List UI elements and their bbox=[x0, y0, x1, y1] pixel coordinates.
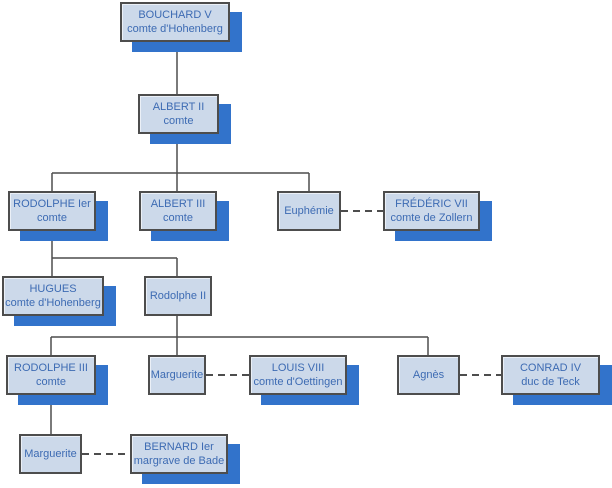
person-name: ALBERT II bbox=[152, 101, 205, 113]
tree-node-agnes[interactable]: Agnès bbox=[397, 355, 460, 395]
tree-node-euphemie[interactable]: Euphémie bbox=[277, 191, 341, 231]
person-name: Agnès bbox=[412, 369, 445, 381]
tree-node-bernard-ier[interactable]: BERNARD Ier margrave de Bade bbox=[130, 434, 228, 474]
tree-node-marguerite-oettingen[interactable]: Marguerite bbox=[148, 355, 206, 395]
tree-node-bouchard-v[interactable]: BOUCHARD V comte d'Hohenberg bbox=[120, 2, 230, 42]
person-title: comte bbox=[163, 115, 194, 127]
tree-node-marguerite-bade[interactable]: Marguerite bbox=[19, 434, 82, 474]
person-name: RODOLPHE Ier bbox=[13, 198, 91, 210]
tree-node-rodolphe-ier[interactable]: RODOLPHE Ier comte bbox=[8, 191, 96, 231]
person-name: Marguerite bbox=[150, 369, 204, 381]
person-title: comte d'Hohenberg bbox=[5, 297, 101, 309]
person-title: comte d'Hohenberg bbox=[127, 23, 223, 35]
person-title: comte bbox=[37, 212, 67, 224]
person-name: ALBERT III bbox=[150, 198, 206, 210]
person-title: margrave de Bade bbox=[133, 455, 225, 467]
tree-node-louis-viii[interactable]: LOUIS VIII comte d'Oettingen bbox=[249, 355, 347, 395]
person-title: comte bbox=[163, 212, 193, 224]
tree-node-albert-ii[interactable]: ALBERT II comte bbox=[138, 94, 219, 134]
person-name: BERNARD Ier bbox=[144, 441, 214, 453]
person-name: LOUIS VIII bbox=[271, 362, 325, 374]
tree-node-conrad-iv[interactable]: CONRAD IV duc de Teck bbox=[501, 355, 600, 395]
tree-node-albert-iii[interactable]: ALBERT III comte bbox=[139, 191, 217, 231]
person-title: duc de Teck bbox=[521, 376, 580, 388]
person-name: Marguerite bbox=[24, 448, 77, 460]
tree-node-frederic-vii[interactable]: FRÉDÉRIC VII comte de Zollern bbox=[383, 191, 480, 231]
person-title: comte bbox=[36, 376, 66, 388]
person-name: CONRAD IV bbox=[519, 362, 582, 374]
tree-node-hugues[interactable]: HUGUES comte d'Hohenberg bbox=[2, 276, 104, 316]
person-title: comte de Zollern bbox=[390, 212, 473, 224]
person-name: FRÉDÉRIC VII bbox=[395, 198, 468, 210]
tree-node-rodolphe-ii[interactable]: Rodolphe II bbox=[144, 276, 212, 316]
person-name: Euphémie bbox=[284, 205, 334, 217]
person-title: comte d'Oettingen bbox=[253, 376, 343, 388]
person-name: RODOLPHE III bbox=[14, 362, 88, 374]
person-name: Rodolphe II bbox=[149, 290, 207, 302]
person-name: BOUCHARD V bbox=[138, 9, 212, 21]
tree-node-rodolphe-iii[interactable]: RODOLPHE III comte bbox=[6, 355, 96, 395]
person-name: HUGUES bbox=[29, 283, 77, 295]
